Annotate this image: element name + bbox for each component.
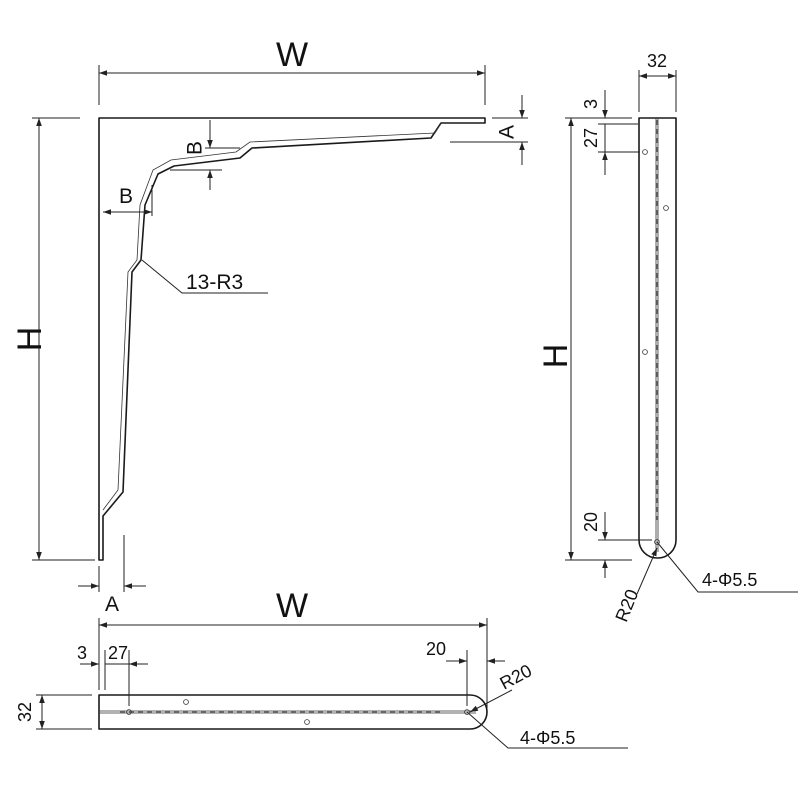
bottom-flange-outline xyxy=(98,694,488,730)
hole-marker xyxy=(663,205,669,211)
rib-line xyxy=(102,122,442,511)
side-top-gap-label: 3 xyxy=(581,99,601,109)
bottom-holes-label: 4-Φ5.5 xyxy=(520,728,575,748)
bottom-start-gap-label: 3 xyxy=(77,643,87,663)
bottom-first-hole-label: 27 xyxy=(108,643,128,663)
side-width-label: 32 xyxy=(647,51,667,71)
hole-marker xyxy=(642,149,648,155)
width-dimension-label: W xyxy=(276,36,308,74)
radius-callout: 13-R3 xyxy=(186,271,243,294)
b-top-label: B xyxy=(184,141,207,155)
hole-marker xyxy=(654,539,660,545)
side-holes-label: 4-Φ5.5 xyxy=(702,570,757,590)
hole-marker xyxy=(304,719,310,725)
bottom-end-gap-label: 20 xyxy=(426,639,446,659)
side-first-hole-label: 27 xyxy=(581,128,601,148)
hole-marker xyxy=(464,709,470,715)
bracket-outline xyxy=(98,117,486,561)
a-top-label: A xyxy=(496,125,519,139)
side-flange-outline xyxy=(638,117,677,559)
height-dimension-label: H xyxy=(11,327,49,352)
bottom-depth-label: 32 xyxy=(15,702,35,722)
side-radius-label: R20 xyxy=(611,586,642,624)
bottom-width-label: W xyxy=(276,587,308,625)
b-left-label: B xyxy=(119,185,133,208)
a-bottom-label: A xyxy=(105,593,119,616)
hole-marker xyxy=(183,699,189,705)
side-view: 32 H 3 27 20 R20 4-Φ5.5 xyxy=(537,51,798,625)
front-view: W H A A B B 13-R3 xyxy=(11,36,528,616)
bottom-radius-label: R20 xyxy=(496,660,535,693)
bottom-view: W 3 27 20 R20 32 4-Φ5.5 xyxy=(15,587,628,749)
side-end-gap-label: 20 xyxy=(581,512,601,532)
hole-marker xyxy=(126,709,132,715)
hole-marker xyxy=(642,349,648,355)
side-height-label: H xyxy=(537,344,575,369)
